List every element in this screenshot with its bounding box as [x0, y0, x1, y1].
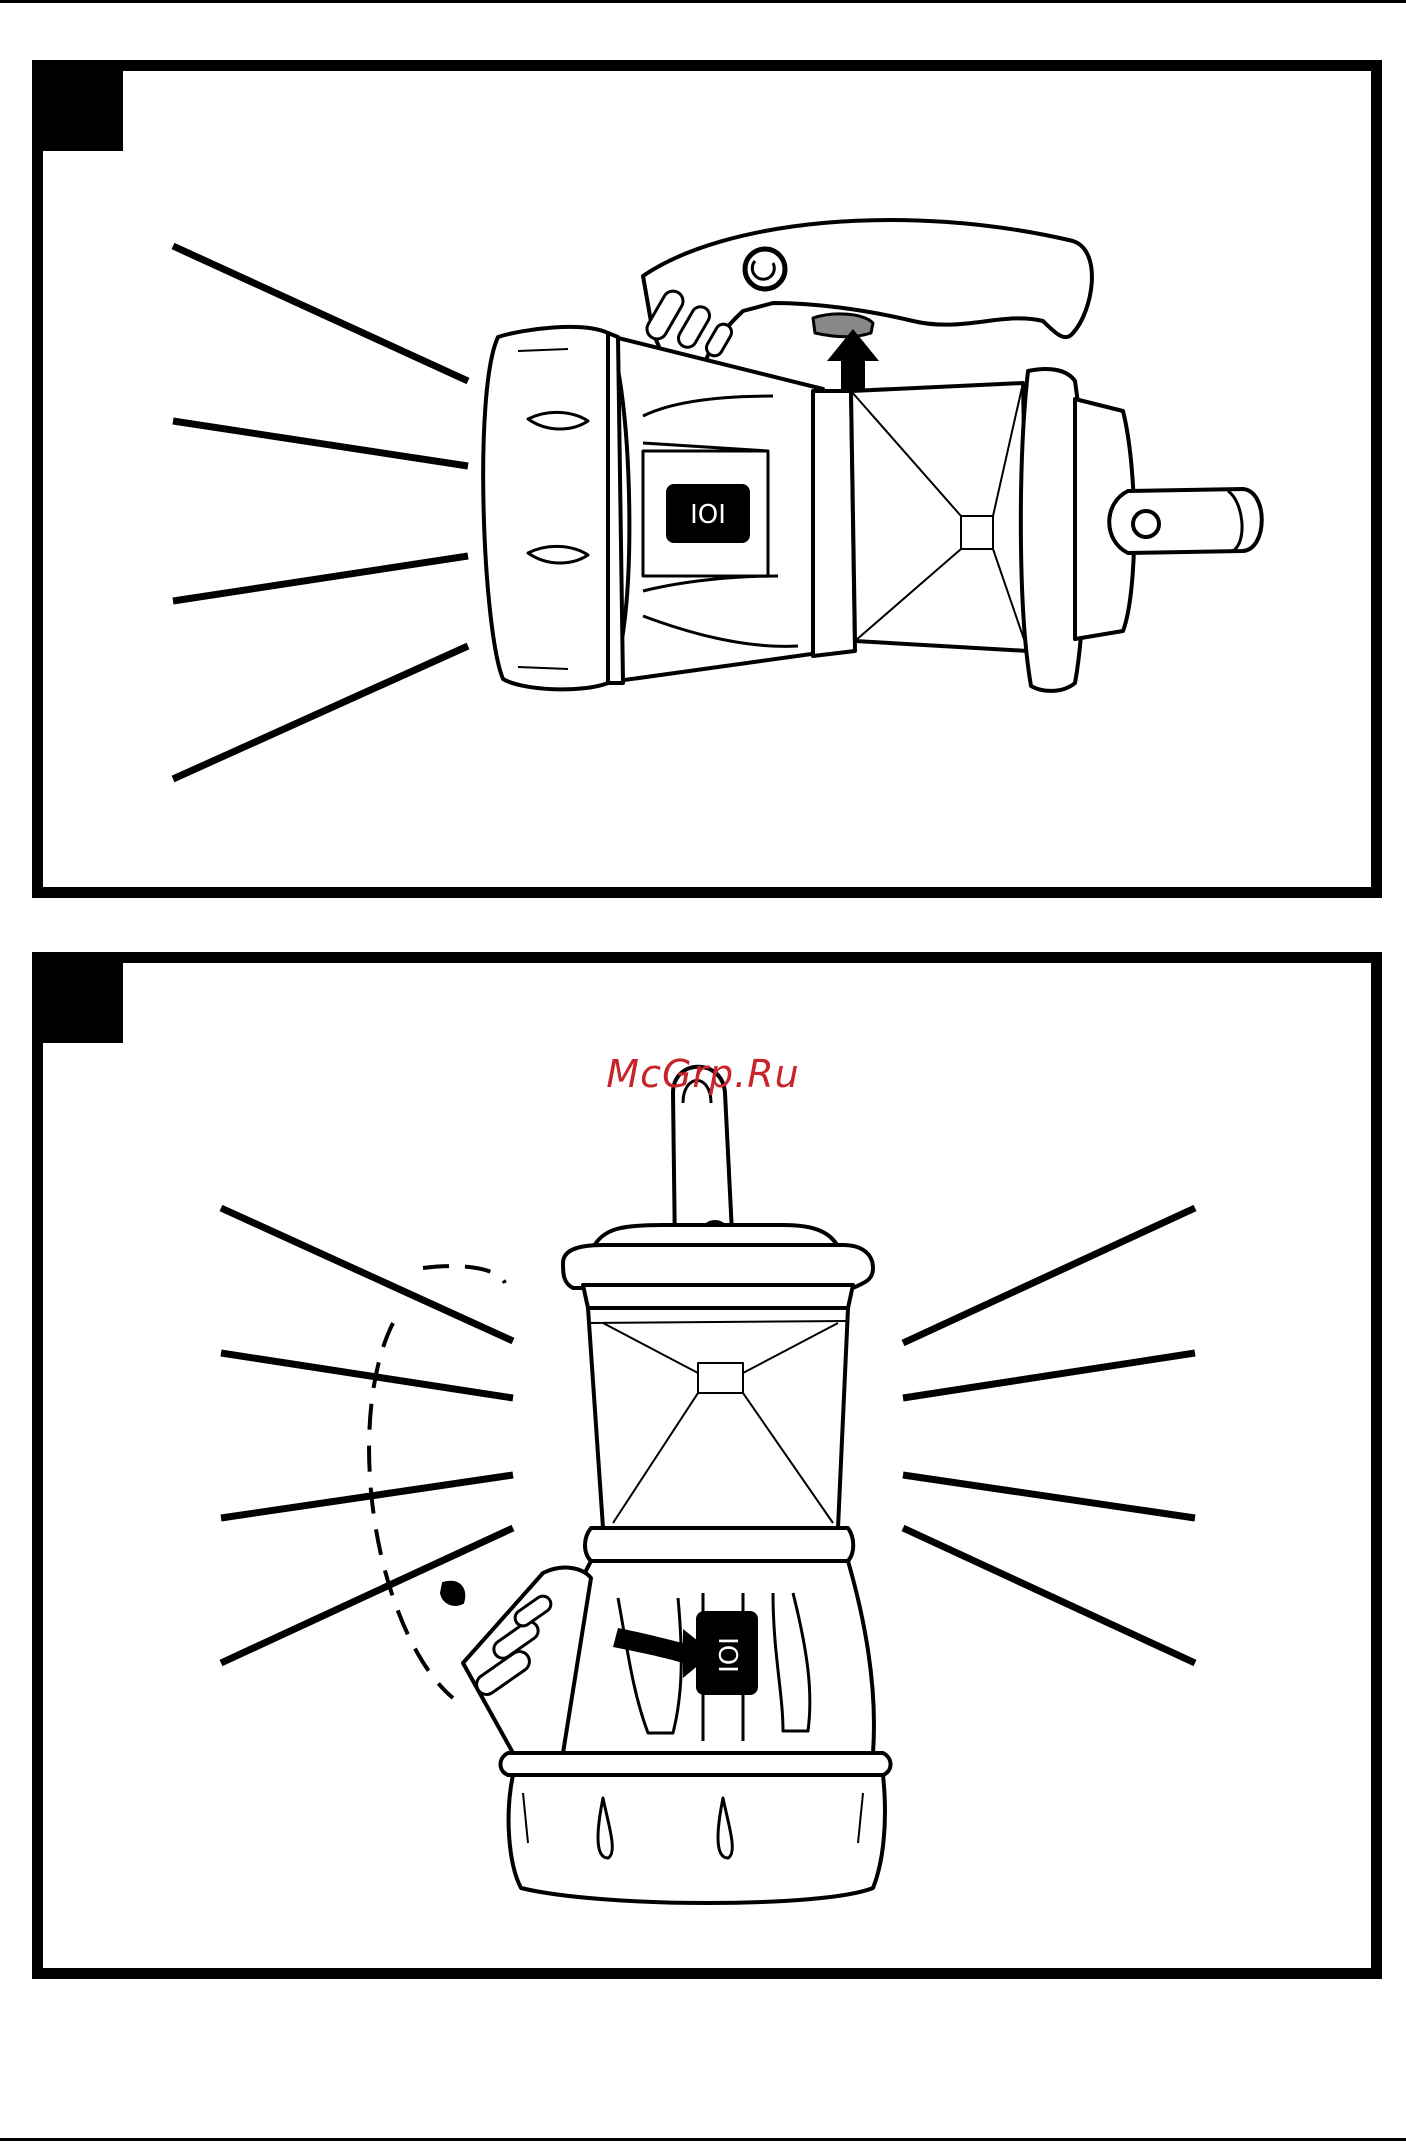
trigger-icon [813, 314, 873, 337]
watermark-text: McGrp.Ru [0, 1052, 1406, 1096]
figure-1-switch-label: IOI [690, 500, 726, 530]
top-rule [0, 0, 1406, 3]
spotlight-icon: IOI [483, 220, 1262, 691]
light-rays-left-icon [221, 1208, 513, 1663]
light-rays-icon [173, 246, 468, 779]
bottom-rule [0, 2138, 1406, 2141]
figure-2-switch-label: IOI [712, 1637, 742, 1673]
trigger-arrow-icon [827, 329, 879, 391]
lantern-icon: IOI [441, 1067, 891, 1903]
figure-2-panel: IOI [32, 952, 1382, 1979]
light-rays-right-icon [903, 1208, 1195, 1663]
lantern-illustration: IOI [43, 963, 1371, 1968]
spotlight-illustration: IOI [43, 71, 1371, 887]
figure-1-panel: IOI [32, 60, 1382, 898]
